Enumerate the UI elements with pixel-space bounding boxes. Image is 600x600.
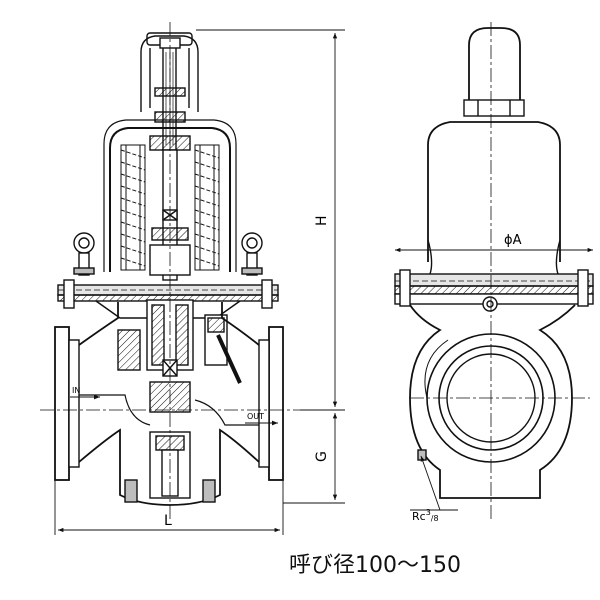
front-section-view bbox=[40, 22, 300, 520]
side-view bbox=[394, 22, 594, 520]
side-centerlines bbox=[410, 22, 590, 520]
port-label-rc: Rc3/8 bbox=[412, 508, 439, 523]
side-body bbox=[409, 304, 576, 499]
dimension-label-g: G bbox=[314, 451, 330, 462]
spring-right bbox=[194, 144, 220, 271]
eye-bolt-right bbox=[241, 232, 263, 276]
centerlines bbox=[40, 22, 300, 520]
outlet-label: OUT bbox=[247, 412, 264, 421]
port-label-sub: /8 bbox=[431, 514, 439, 523]
eye-bolt-left bbox=[73, 232, 95, 276]
side-cap bbox=[463, 27, 525, 117]
adjusting-screw-cap bbox=[140, 32, 199, 150]
port-label-base: Rc bbox=[412, 510, 426, 523]
side-port-plug bbox=[482, 296, 498, 312]
port-label-sup: 3 bbox=[426, 508, 431, 517]
flow-arrows bbox=[70, 394, 278, 426]
nominal-size-caption: 呼び径100～150 bbox=[289, 553, 461, 578]
spring-left bbox=[120, 144, 146, 271]
dimension-lines bbox=[54, 29, 345, 535]
dimension-label-h: H bbox=[314, 215, 330, 226]
inlet-label: IN bbox=[72, 386, 80, 395]
side-bonnet bbox=[427, 121, 561, 275]
dimension-label-l: L bbox=[164, 513, 172, 529]
dimension-label-phi-a: ϕA bbox=[504, 233, 522, 248]
spring-bonnet bbox=[103, 119, 237, 281]
valve-body bbox=[54, 302, 284, 506]
